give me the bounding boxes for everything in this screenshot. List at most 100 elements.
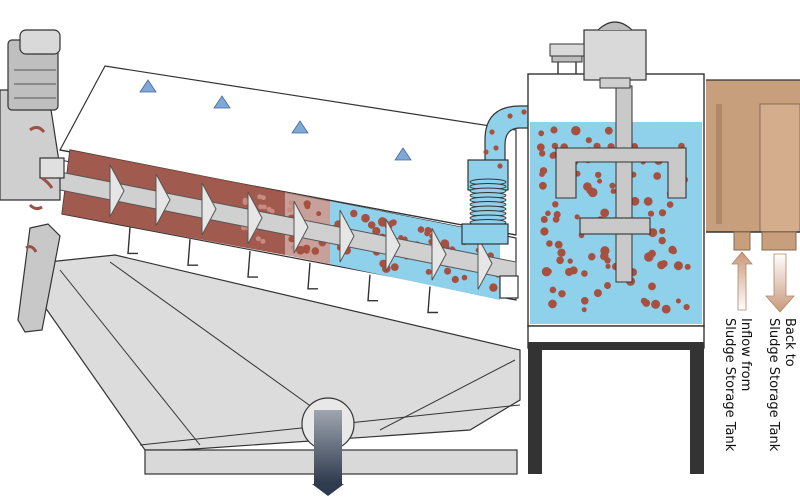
drip-plates bbox=[127, 227, 438, 314]
floc-dot bbox=[539, 181, 547, 190]
screw-flight bbox=[109, 164, 125, 218]
sludge-dot bbox=[258, 204, 264, 210]
sludge-dot bbox=[269, 208, 275, 214]
floc-dot bbox=[554, 240, 563, 249]
floc-dot bbox=[648, 282, 656, 291]
floc-dot bbox=[668, 245, 677, 254]
sludge-dot bbox=[361, 213, 370, 223]
floc-dot bbox=[545, 268, 552, 275]
sludge-cake-discharge bbox=[25, 125, 54, 253]
floc-dot bbox=[581, 297, 589, 305]
sludge-dot bbox=[489, 129, 495, 135]
sludge-dot bbox=[303, 247, 310, 254]
sludge-dot bbox=[451, 275, 459, 284]
return-target-label: Sludge Storage Tank bbox=[766, 318, 781, 452]
sludge-dot bbox=[489, 283, 498, 292]
screw-flight bbox=[201, 182, 217, 236]
drip-plate bbox=[187, 239, 198, 266]
floc-dot bbox=[673, 261, 683, 271]
feed-hose bbox=[461, 105, 541, 245]
floc-dot bbox=[551, 151, 557, 157]
sludge-dot bbox=[483, 149, 489, 155]
sludge-dot bbox=[242, 200, 248, 206]
floc-dot bbox=[538, 130, 545, 137]
sludge-dot bbox=[311, 247, 320, 255]
floc-dot bbox=[540, 227, 549, 236]
floc-dot bbox=[653, 172, 662, 180]
return-label: Back to bbox=[782, 318, 797, 367]
screw-flight bbox=[339, 209, 355, 263]
floc-dot bbox=[661, 304, 671, 314]
floc-dot bbox=[553, 211, 561, 218]
floc-dot bbox=[600, 252, 609, 261]
floc-dot bbox=[659, 228, 666, 235]
inflow-label: Inflow from bbox=[738, 318, 753, 391]
floc-dot bbox=[666, 201, 674, 208]
floc-dot bbox=[604, 126, 613, 135]
floc-dot bbox=[630, 196, 640, 206]
floc-dot bbox=[604, 282, 611, 289]
filtrate-trough bbox=[39, 254, 521, 451]
mixer bbox=[555, 85, 687, 283]
drip-plate bbox=[367, 274, 378, 302]
floc-dot bbox=[647, 210, 655, 217]
sludge-dot bbox=[378, 217, 387, 226]
floc-dot bbox=[600, 208, 610, 218]
sludge-dot bbox=[493, 145, 499, 151]
end-cap bbox=[499, 275, 519, 299]
screw-flight bbox=[477, 237, 493, 290]
floc-dot bbox=[550, 126, 558, 134]
storage-pipes bbox=[733, 231, 797, 251]
floc-dot bbox=[651, 299, 661, 309]
sludge-dot bbox=[379, 259, 388, 268]
floc-dot bbox=[593, 289, 602, 298]
sludge-dot bbox=[521, 109, 527, 115]
sludge-dot bbox=[261, 204, 267, 210]
floc-dot bbox=[548, 299, 557, 309]
spray-nozzles bbox=[139, 79, 412, 161]
sludge-dot bbox=[417, 226, 425, 233]
sludge-dot bbox=[424, 230, 430, 237]
sludge-dot bbox=[287, 207, 293, 213]
floc-dot bbox=[644, 252, 654, 262]
sludge-dot bbox=[372, 227, 381, 236]
filtrate-outlet bbox=[301, 397, 355, 496]
sludge-dot bbox=[444, 267, 452, 275]
floc-dot bbox=[581, 270, 588, 277]
sludge-dot bbox=[304, 203, 311, 210]
inflow-source-label: Sludge Storage Tank bbox=[722, 318, 737, 452]
floc-dot bbox=[539, 150, 546, 157]
level-sensor bbox=[549, 43, 585, 74]
screw-flight bbox=[247, 191, 263, 245]
floc-dot bbox=[643, 197, 653, 206]
floc-dot bbox=[658, 236, 666, 245]
floc-dot bbox=[588, 187, 598, 198]
floc-dot bbox=[605, 263, 611, 269]
screw-flight bbox=[155, 173, 171, 227]
floc-dot bbox=[549, 286, 557, 294]
sludge-dot bbox=[260, 195, 266, 201]
mixer-motor bbox=[583, 21, 647, 89]
drive-motor bbox=[0, 29, 65, 201]
sludge-dot bbox=[425, 268, 432, 275]
floc-dot bbox=[558, 290, 566, 298]
tank-stand bbox=[527, 325, 705, 474]
drip-plate bbox=[247, 250, 258, 278]
sludge-dot bbox=[461, 274, 468, 281]
sludge-storage-tank bbox=[706, 79, 800, 233]
sludge-dot bbox=[255, 236, 261, 242]
floc-dot bbox=[683, 304, 690, 311]
screw-flight bbox=[293, 200, 309, 254]
floc-dot bbox=[675, 298, 681, 304]
floc-dot bbox=[552, 201, 559, 208]
support-leg bbox=[17, 223, 61, 333]
floc-dot bbox=[546, 240, 553, 247]
floc-dot bbox=[565, 267, 574, 277]
floc-dot bbox=[581, 307, 587, 313]
sludge-dot bbox=[389, 219, 396, 227]
sludge-dot bbox=[350, 209, 358, 218]
sludge-dot bbox=[260, 238, 266, 244]
floc-dot bbox=[571, 126, 581, 136]
floc-dot bbox=[609, 182, 616, 189]
